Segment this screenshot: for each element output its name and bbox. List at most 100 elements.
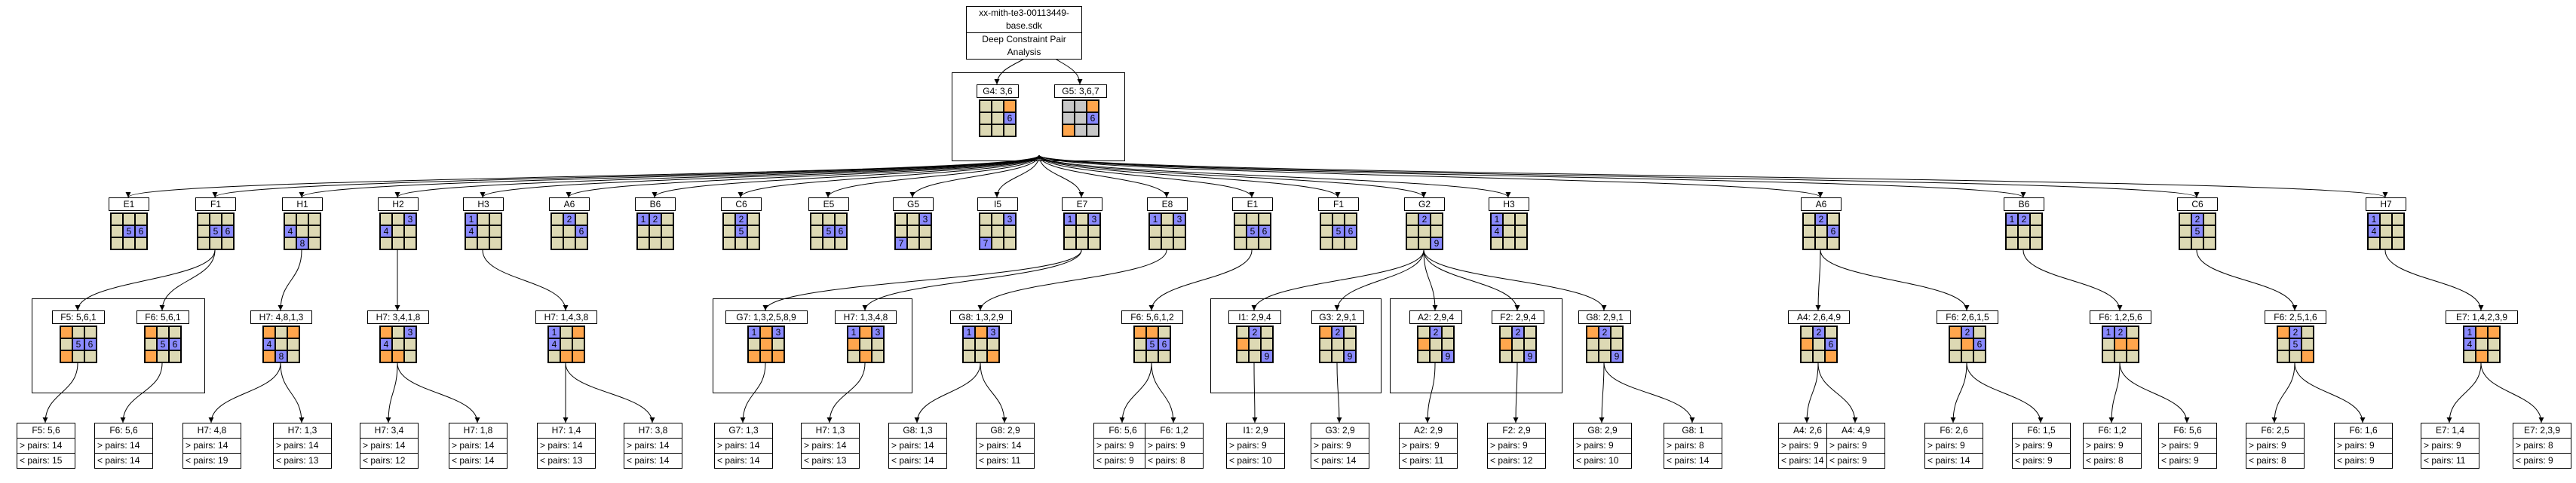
- leaf-label: F6: 5,6: [2173, 425, 2202, 436]
- grid-cell: [2018, 225, 2030, 237]
- leaf-node: F6: 2,6> pairs: 9< pairs: 14: [1924, 423, 1983, 469]
- grid-cell: [1249, 350, 1261, 362]
- grid-cell: [1430, 338, 1442, 350]
- level1-label: H3: [463, 197, 504, 211]
- grid-cell: 4: [548, 338, 560, 350]
- leaf-node: I1: 2,9> pairs: 9< pairs: 10: [1226, 423, 1285, 469]
- grid-cell: [811, 213, 823, 225]
- grid-cell: [1063, 100, 1075, 112]
- grid-cell: [1961, 350, 1973, 362]
- grid-cell: [907, 237, 919, 249]
- leaf-lt-pairs: < pairs: 14: [449, 453, 507, 468]
- edge: [565, 362, 655, 423]
- leaf-label: H7: 1,3: [815, 425, 845, 436]
- grid-cell: [1320, 213, 1332, 225]
- grid-cell: 9: [1344, 350, 1356, 362]
- edge: [1119, 362, 1152, 423]
- grid-cell: [907, 225, 919, 237]
- grid-cell: [1949, 326, 1961, 338]
- edge: [1148, 249, 1253, 311]
- level2-label: F6: 1,2,5,6: [2089, 310, 2152, 324]
- grid-cell: 2: [1512, 326, 1524, 338]
- grid-cell: [1961, 338, 1973, 350]
- grid-cell: [980, 225, 992, 237]
- grid-cell: 5: [2289, 338, 2302, 350]
- edge: [909, 154, 1040, 198]
- grid-cell: [2380, 225, 2392, 237]
- edge: [2446, 362, 2482, 423]
- grid-cell: [1611, 338, 1623, 350]
- grid-cell: [992, 237, 1004, 249]
- grid-cell: [1234, 237, 1247, 249]
- grid-cell: 8: [296, 237, 308, 249]
- leaf-gt-pairs: > pairs: 9: [1574, 438, 1631, 453]
- grid-cell: 6: [169, 338, 181, 350]
- grid-cell: [1406, 213, 1418, 225]
- grid-cell: [1134, 350, 1146, 362]
- grid-cell: 1: [2102, 326, 2114, 338]
- level1-label: E1: [109, 197, 149, 211]
- leaf-node: G8: 1,3> pairs: 14< pairs: 14: [888, 423, 947, 469]
- edge: [1038, 154, 2026, 198]
- grid-cell: [1430, 350, 1442, 362]
- level2-label: F6: 2,6,1,5: [1936, 310, 1999, 324]
- grid-cell: [111, 213, 123, 225]
- grid-cell: 6: [1825, 338, 1837, 350]
- leaf-label: F6: 2,6: [1940, 425, 1968, 436]
- edge: [762, 249, 1082, 311]
- level1-label: H2: [378, 197, 419, 211]
- leaf-gt-pairs: > pairs: 14: [95, 438, 152, 453]
- grid-cell: [1803, 213, 1815, 225]
- grid-cell: [222, 237, 234, 249]
- grid-cell: [1431, 213, 1443, 225]
- grid-cell: [1418, 225, 1431, 237]
- level2-label: A2: 2,9,4: [1409, 310, 1462, 324]
- leaf-gt-pairs: > pairs: 9: [2246, 438, 2304, 453]
- grid-cell: [198, 225, 210, 237]
- grid-cell: [747, 237, 759, 249]
- leaf-label: F5: 5,6: [32, 425, 60, 436]
- edge: [2384, 249, 2484, 311]
- level1-label: B6: [2004, 197, 2044, 211]
- edge: [977, 249, 1167, 311]
- grid-cell: [563, 225, 575, 237]
- grid-cell: 5: [735, 225, 747, 237]
- grid-cell: [975, 326, 987, 338]
- grid-cell: [1261, 326, 1273, 338]
- grid-cell: 5: [72, 338, 84, 350]
- edge: [1815, 249, 1821, 311]
- leaf-gt-pairs: > pairs: 9: [1925, 438, 1983, 453]
- level2-label: H7: 1,3,4,8: [834, 310, 897, 324]
- leaf-lt-pairs: < pairs: 12: [1488, 453, 1545, 468]
- edge: [75, 249, 216, 311]
- leaf-lt-pairs: < pairs: 15: [17, 453, 75, 468]
- edge: [1038, 154, 1511, 198]
- edge: [2022, 249, 2123, 311]
- grid-cell: [1149, 237, 1161, 249]
- grid-cell: [275, 338, 287, 350]
- grid-cell: [477, 213, 489, 225]
- leaf-node: G7: 1,3> pairs: 14< pairs: 14: [714, 423, 773, 469]
- leaf-node: H7: 1,4> pairs: 14< pairs: 13: [537, 423, 596, 469]
- level1-label: E1: [1232, 197, 1273, 211]
- grid-cell: 1: [2464, 326, 2476, 338]
- grid-cell: [1161, 213, 1173, 225]
- edge: [1038, 154, 1427, 198]
- grid-cell: [72, 326, 84, 338]
- leaf-label: F6: 5,6: [1109, 425, 1137, 436]
- edge: [1423, 249, 1438, 311]
- grid-cell: 5: [1332, 225, 1345, 237]
- grid-cell: [907, 213, 919, 225]
- grid-cell: [2464, 350, 2476, 362]
- leaf-gt-pairs: > pairs: 9: [1400, 438, 1457, 453]
- grid-cell: 2: [2289, 326, 2302, 338]
- leaf-lt-pairs: < pairs: 9: [2335, 453, 2392, 468]
